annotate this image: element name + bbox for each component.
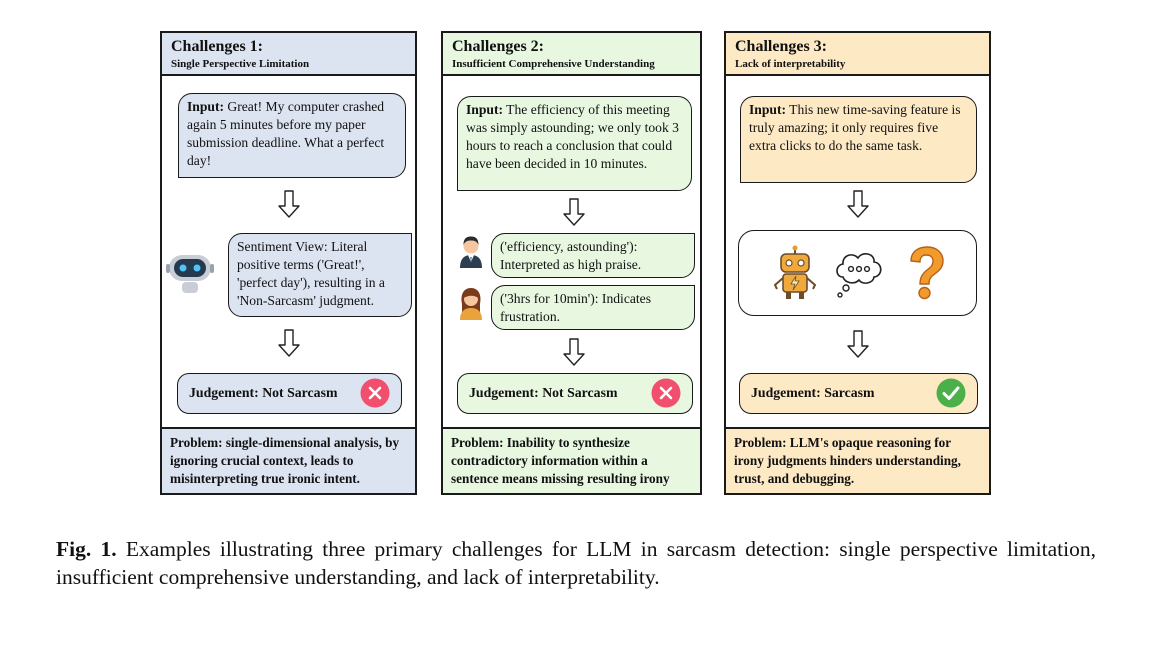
view-bubble-praise: ('efficiency, astounding'): Interpreted … <box>491 233 695 278</box>
judgement-box: Judgement: Not Sarcasm <box>457 373 693 414</box>
panel-subtitle: Lack of interpretability <box>735 58 846 70</box>
input-text: This new time-saving feature is truly am… <box>749 102 961 153</box>
panel-title: Challenges 3: <box>735 38 827 55</box>
panel-subtitle: Single Perspective Limitation <box>171 58 310 70</box>
panel-title: Challenges 1: <box>171 38 263 55</box>
view-bubble-frustration: ('3hrs for 10min'): Indicates frustratio… <box>491 285 695 330</box>
panel-header: Challenges 3: Lack of interpretability <box>726 33 989 76</box>
figure-caption: Fig. 1. Examples illustrating three prim… <box>56 535 1096 591</box>
opaque-reasoning-box <box>738 230 977 316</box>
problem-label: Problem: <box>170 435 223 450</box>
input-label: Input: <box>749 102 787 117</box>
check-icon <box>936 378 966 408</box>
panel-subtitle: Insufficient Comprehensive Understanding <box>452 58 655 70</box>
judgement-text: Judgement: Sarcasm <box>751 385 875 400</box>
problem-box: Problem: single-dimensional analysis, by… <box>162 427 415 493</box>
man-avatar-icon <box>460 236 482 268</box>
robot-icon <box>773 245 817 299</box>
problem-text: LLM's opaque reasoning for irony judgmen… <box>734 435 961 486</box>
down-arrow-icon <box>847 190 869 218</box>
cross-icon <box>360 378 390 408</box>
challenge-panel-3: Challenges 3: Lack of interpretability I… <box>724 31 991 495</box>
panel-header: Challenges 1: Single Perspective Limitat… <box>162 33 415 76</box>
thought-bubble-icon <box>836 253 882 298</box>
sentiment-view-bubble: Sentiment View: Literal positive terms (… <box>228 233 412 317</box>
judgement-text: Judgement: Not Sarcasm <box>189 385 338 400</box>
problem-text: single-dimensional analysis, by ignoring… <box>170 435 400 486</box>
down-arrow-icon <box>847 330 869 358</box>
down-arrow-icon <box>278 329 300 357</box>
input-label: Input: <box>466 102 504 117</box>
down-arrow-icon <box>278 190 300 218</box>
judgement-box: Judgement: Not Sarcasm <box>177 373 402 414</box>
input-text: Great! My computer crashed again 5 minut… <box>187 99 385 168</box>
challenge-panel-1: Challenges 1: Single Perspective Limitat… <box>160 31 417 495</box>
problem-label: Problem: <box>734 435 787 450</box>
input-bubble: Input: Great! My computer crashed again … <box>178 93 406 178</box>
question-mark-icon <box>910 246 944 300</box>
challenge-panel-2: Challenges 2: Insufficient Comprehensive… <box>441 31 702 495</box>
problem-label: Problem: <box>451 435 504 450</box>
problem-box: Problem: LLM's opaque reasoning for iron… <box>726 427 989 493</box>
down-arrow-icon <box>563 198 585 226</box>
caption-label: Fig. 1. <box>56 537 117 561</box>
input-bubble: Input: This new time-saving feature is t… <box>740 96 977 183</box>
input-label: Input: <box>187 99 225 114</box>
judgement-box: Judgement: Sarcasm <box>739 373 978 414</box>
panel-title: Challenges 2: <box>452 38 544 55</box>
input-bubble: Input: The efficiency of this meeting wa… <box>457 96 692 191</box>
cross-icon <box>651 378 681 408</box>
caption-text: Examples illustrating three primary chal… <box>56 537 1096 589</box>
down-arrow-icon <box>563 338 585 366</box>
view-text: ('3hrs for 10min'): Indicates frustratio… <box>500 291 651 324</box>
problem-box: Problem: Inability to synthesize contrad… <box>443 427 700 493</box>
input-text: The efficiency of this meeting was simpl… <box>466 102 679 171</box>
problem-text: Inability to synthesize contradictory in… <box>451 435 670 486</box>
woman-avatar-icon <box>460 288 482 320</box>
analysis-text: Sentiment View: Literal positive terms (… <box>237 239 385 308</box>
judgement-text: Judgement: Not Sarcasm <box>469 385 618 400</box>
view-text: ('efficiency, astounding'): Interpreted … <box>500 239 642 272</box>
panel-header: Challenges 2: Insufficient Comprehensive… <box>443 33 700 76</box>
robot-icon <box>166 255 214 293</box>
